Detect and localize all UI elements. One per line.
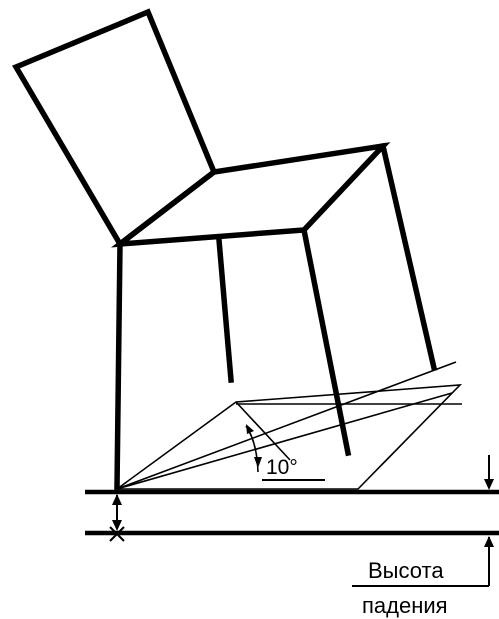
drop-arrowhead-top [112,494,122,505]
chair-leg-front-left [114,241,123,490]
incline-line-lower [116,392,453,490]
angle-label: 10° [266,456,298,479]
chair-seat [110,142,391,248]
drop-arrowhead-bottom [112,520,122,531]
chair-backrest [12,8,218,249]
angle-arrowhead-bottom [254,457,262,468]
chair-leg-front-right [300,226,352,457]
height-dim-arrowhead-bottom [484,536,494,547]
chair-leg-back-right [379,142,438,372]
diagonal-line [235,401,291,461]
incline-line-upper [116,361,457,490]
angle-arrowhead-top [246,424,254,434]
chair-leg-back-left [216,237,234,383]
height-label-line1: Высота [368,558,444,583]
floor-contact-mark-b [109,526,125,542]
height-dim-arrowhead-top [484,479,494,490]
height-label-line2: падения [362,593,448,618]
tilted-plane [114,384,463,490]
